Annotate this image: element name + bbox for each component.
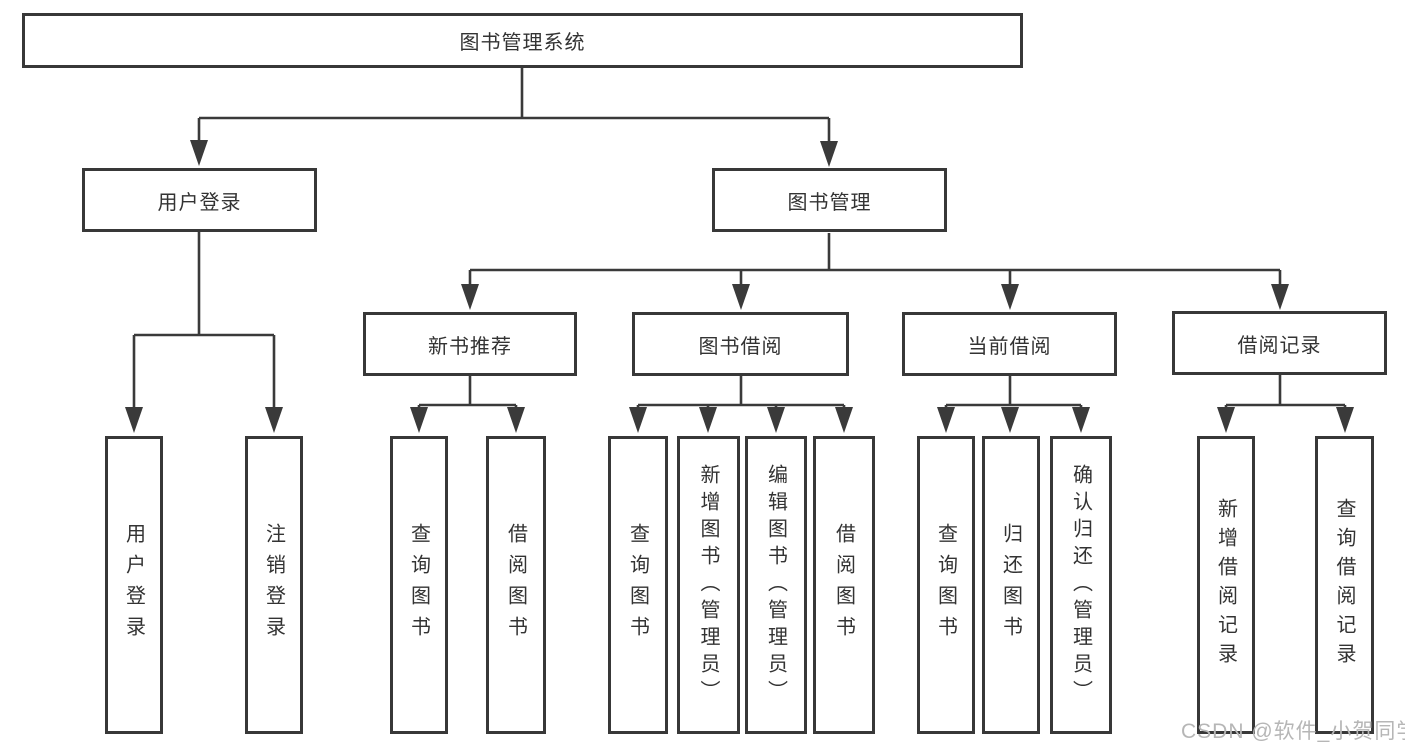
node-label: 用户登录	[157, 191, 242, 214]
leaf-label: 查询图书	[626, 523, 649, 647]
node-label: 图书借阅	[698, 335, 783, 358]
node-book-management: 图书管理	[712, 168, 947, 232]
leaf-borrow-books-recommend: 借阅图书	[486, 436, 546, 734]
leaf-label: 新增图书（管理员）	[697, 463, 719, 707]
node-new-book-recommend: 新书推荐	[363, 312, 577, 376]
leaf-query-books-recommend: 查询图书	[390, 436, 448, 734]
node-user-login: 用户登录	[82, 168, 317, 232]
leaf-query-books-borrow: 查询图书	[608, 436, 668, 734]
node-label: 新书推荐	[428, 335, 512, 358]
leaf-add-borrow-record: 新增借阅记录	[1197, 436, 1255, 734]
node-label: 图书管理	[787, 191, 872, 214]
node-label: 借阅记录	[1237, 334, 1322, 357]
leaf-confirm-return-admin: 确认归还（管理员）	[1050, 436, 1112, 734]
leaf-return-book: 归还图书	[982, 436, 1040, 734]
leaf-label: 借阅图书	[504, 523, 527, 647]
node-library-system: 图书管理系统	[22, 13, 1023, 68]
leaf-label: 注销登录	[262, 523, 285, 647]
leaf-borrow-books: 借阅图书	[813, 436, 875, 734]
leaf-query-borrow-record: 查询借阅记录	[1315, 436, 1374, 734]
leaf-label: 归还图书	[999, 523, 1022, 647]
leaf-label: 确认归还（管理员）	[1069, 463, 1092, 707]
leaf-user-login: 用户登录	[105, 436, 163, 734]
leaf-label: 新增借阅记录	[1214, 498, 1237, 672]
leaf-logout: 注销登录	[245, 436, 303, 734]
node-borrow-records: 借阅记录	[1172, 311, 1387, 375]
leaf-edit-book-admin: 编辑图书（管理员）	[745, 436, 807, 734]
leaf-query-books-current: 查询图书	[917, 436, 975, 734]
node-current-borrow: 当前借阅	[902, 312, 1117, 376]
leaf-add-book-admin: 新增图书（管理员）	[677, 436, 740, 734]
leaf-label: 编辑图书（管理员）	[764, 463, 787, 707]
leaf-label: 查询图书	[407, 523, 430, 647]
leaf-label: 查询图书	[934, 523, 957, 647]
leaf-label: 用户登录	[122, 523, 145, 647]
diagram-title: 图书管理系统	[459, 32, 586, 54]
node-book-borrow: 图书借阅	[632, 312, 849, 376]
leaf-label: 借阅图书	[832, 523, 855, 647]
csdn-watermark: CSDN @软件_小贺同学	[1181, 720, 1405, 743]
leaf-label: 查询借阅记录	[1333, 498, 1355, 672]
node-label: 当前借阅	[967, 335, 1052, 358]
